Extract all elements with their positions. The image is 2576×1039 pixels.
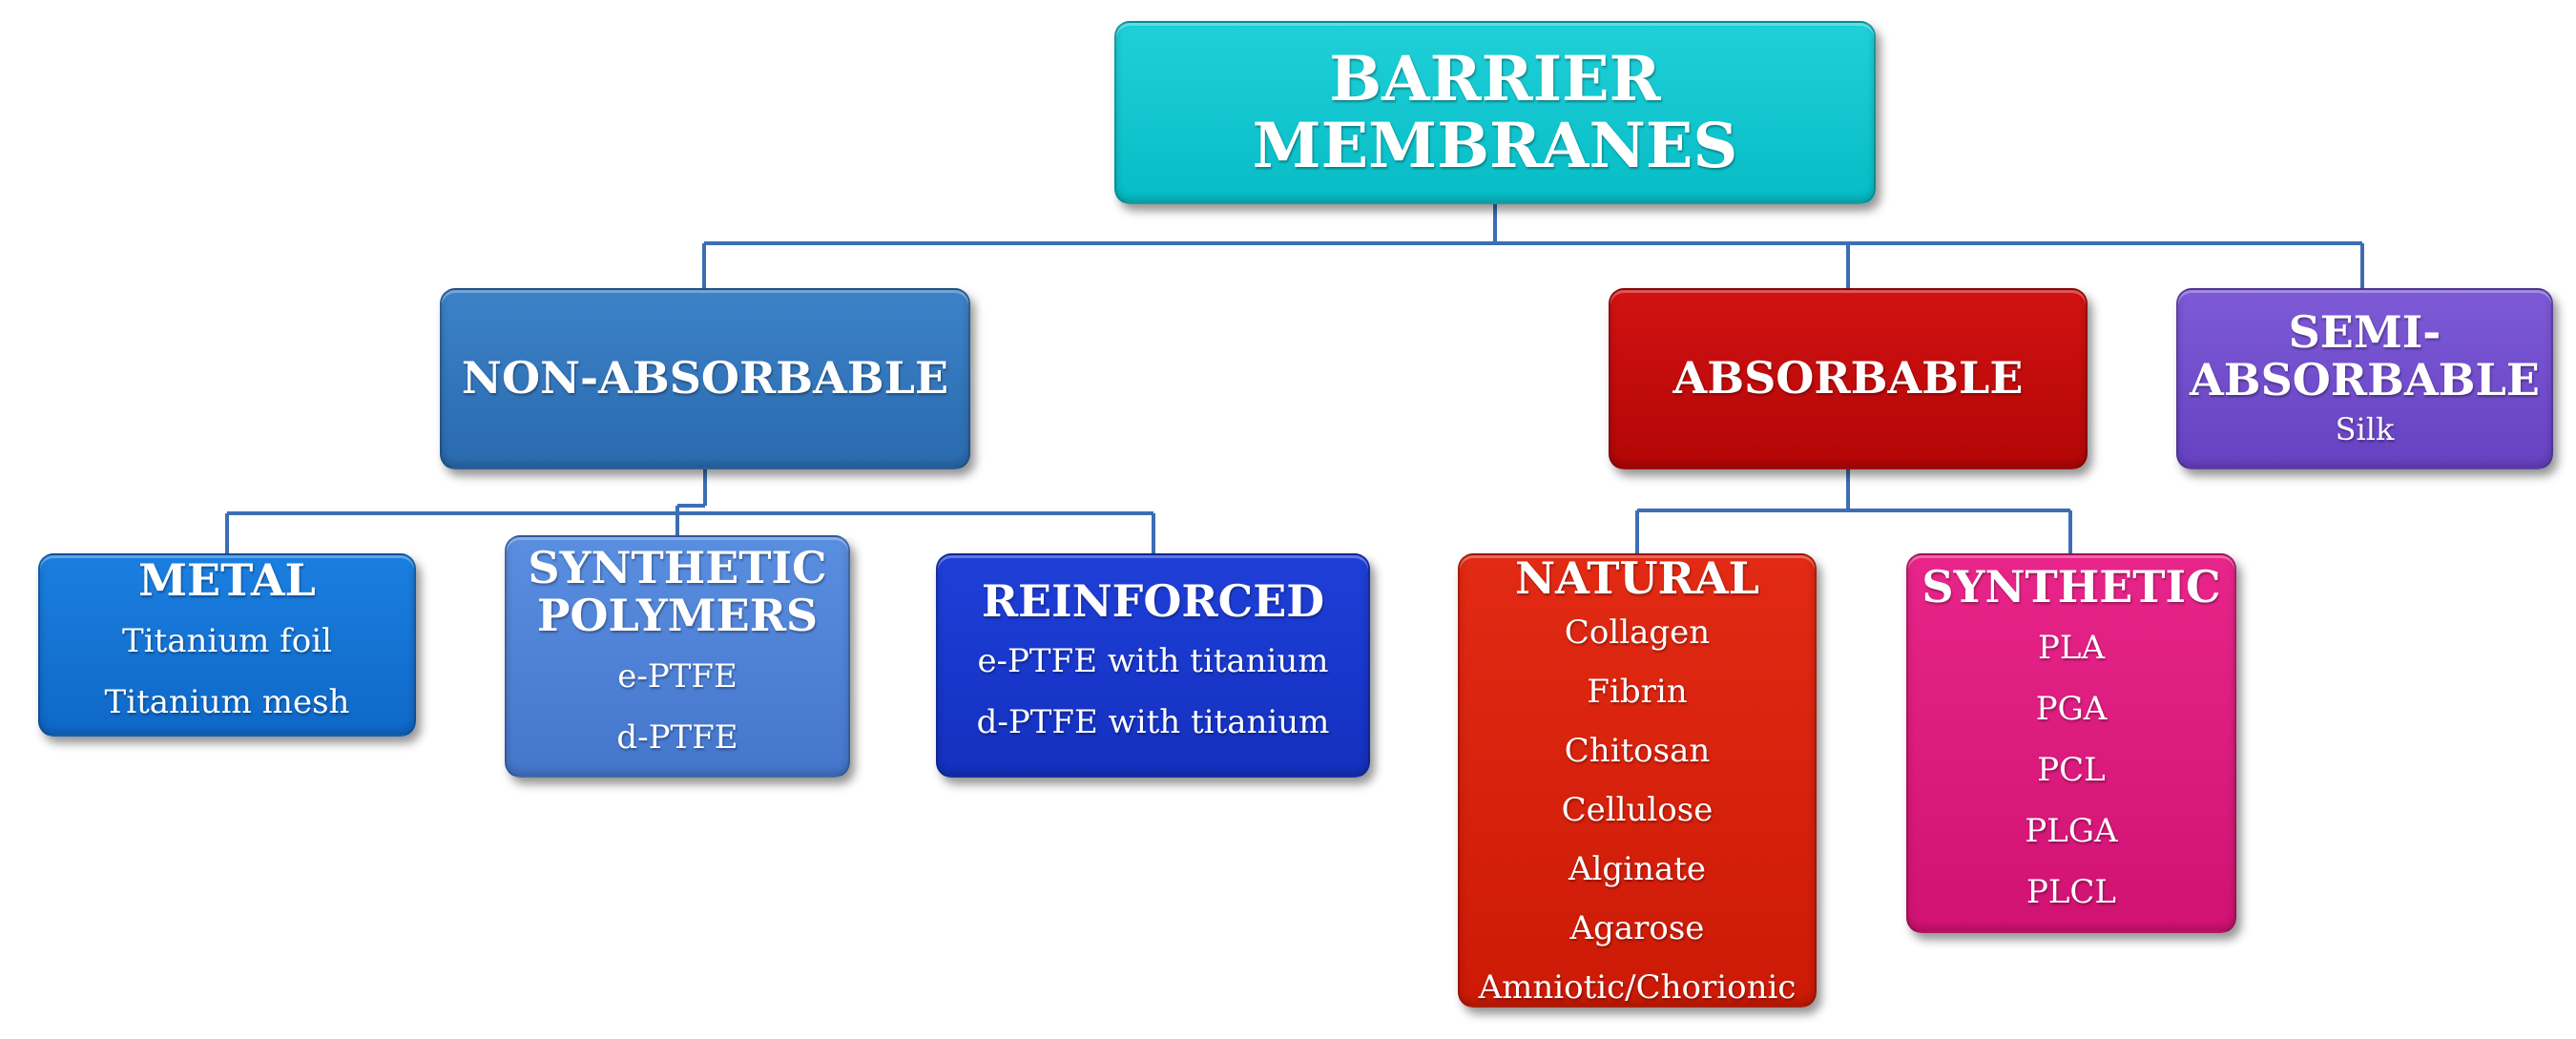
- list-item: PCL: [2037, 750, 2106, 789]
- synthetic-node: SYNTHETIC PLA PGA PCL PLGA PLCL: [1906, 553, 2236, 933]
- list-item: PGA: [2035, 689, 2108, 728]
- synthetic-items: PLA PGA PCL PLGA PLCL: [2025, 617, 2117, 923]
- synthetic-polymers-items: e-PTFE d-PTFE: [616, 646, 737, 768]
- absorbable-node: ABSORBABLE: [1609, 288, 2088, 469]
- list-item: Titanium foil: [121, 621, 332, 660]
- connector-absorbable-to-children: [1635, 469, 2072, 553]
- semi-absorbable-title: SEMI- ABSORBABLE: [2190, 309, 2540, 404]
- reinforced-node: REINFORCED e-PTFE with titanium d-PTFE w…: [936, 553, 1370, 778]
- synthetic-polymers-node: SYNTHETIC POLYMERS e-PTFE d-PTFE: [505, 535, 850, 778]
- list-item: Alginate: [1568, 849, 1707, 888]
- semi-absorbable-title-line1: SEMI-: [2288, 306, 2441, 359]
- list-item: Agarose: [1569, 908, 1705, 947]
- metal-items: Titanium foil Titanium mesh: [105, 611, 350, 733]
- list-item: Amniotic/Chorionic: [1478, 967, 1797, 1007]
- natural-title: NATURAL: [1515, 552, 1759, 604]
- root-title-line1: BARRIER: [1329, 42, 1661, 115]
- list-item: Silk: [2335, 410, 2395, 447]
- list-item: Chitosan: [1564, 731, 1711, 770]
- synthetic-title: SYNTHETIC: [1922, 561, 2221, 613]
- non-absorbable-node: NON-ABSORBABLE: [440, 288, 970, 469]
- list-item: e-PTFE: [617, 656, 737, 696]
- metal-node: METAL Titanium foil Titanium mesh: [38, 553, 416, 737]
- list-item: d-PTFE with titanium: [976, 703, 1330, 742]
- synthetic-polymers-title-line1: SYNTHETIC: [528, 542, 827, 594]
- semi-absorbable-title-line2: ABSORBABLE: [2190, 354, 2540, 405]
- reinforced-title: REINFORCED: [981, 574, 1325, 627]
- reinforced-items: e-PTFE with titanium d-PTFE with titaniu…: [977, 631, 1330, 753]
- connector-root-to-level2: [702, 204, 2364, 288]
- semi-absorbable-node: SEMI- ABSORBABLE Silk: [2176, 288, 2553, 469]
- semi-absorbable-items: Silk: [2336, 410, 2395, 448]
- non-absorbable-title: NON-ABSORBABLE: [461, 352, 949, 405]
- list-item: Collagen: [1564, 613, 1711, 652]
- list-item: PLA: [2037, 628, 2105, 667]
- absorbable-title: ABSORBABLE: [1672, 352, 2024, 405]
- synthetic-polymers-title: SYNTHETIC POLYMERS: [528, 545, 826, 639]
- list-item: d-PTFE: [616, 717, 738, 757]
- connector-nonabsorbable-to-children: [225, 469, 1155, 553]
- list-item: e-PTFE with titanium: [977, 642, 1329, 681]
- list-item: Fibrin: [1587, 672, 1688, 711]
- metal-title: METAL: [138, 554, 316, 607]
- list-item: Cellulose: [1561, 790, 1714, 829]
- root-title-line2: MEMBRANES: [1252, 110, 1738, 182]
- natural-node: NATURAL Collagen Fibrin Chitosan Cellulo…: [1458, 553, 1817, 1008]
- list-item: PLCL: [2025, 872, 2117, 911]
- root-title: BARRIER MEMBRANES: [1252, 42, 1738, 182]
- list-item: PLGA: [2025, 811, 2118, 850]
- natural-items: Collagen Fibrin Chitosan Cellulose Algin…: [1479, 603, 1797, 1017]
- list-item: Titanium mesh: [104, 682, 350, 721]
- barrier-membranes-node: BARRIER MEMBRANES: [1114, 21, 1876, 204]
- synthetic-polymers-title-line2: POLYMERS: [536, 590, 819, 641]
